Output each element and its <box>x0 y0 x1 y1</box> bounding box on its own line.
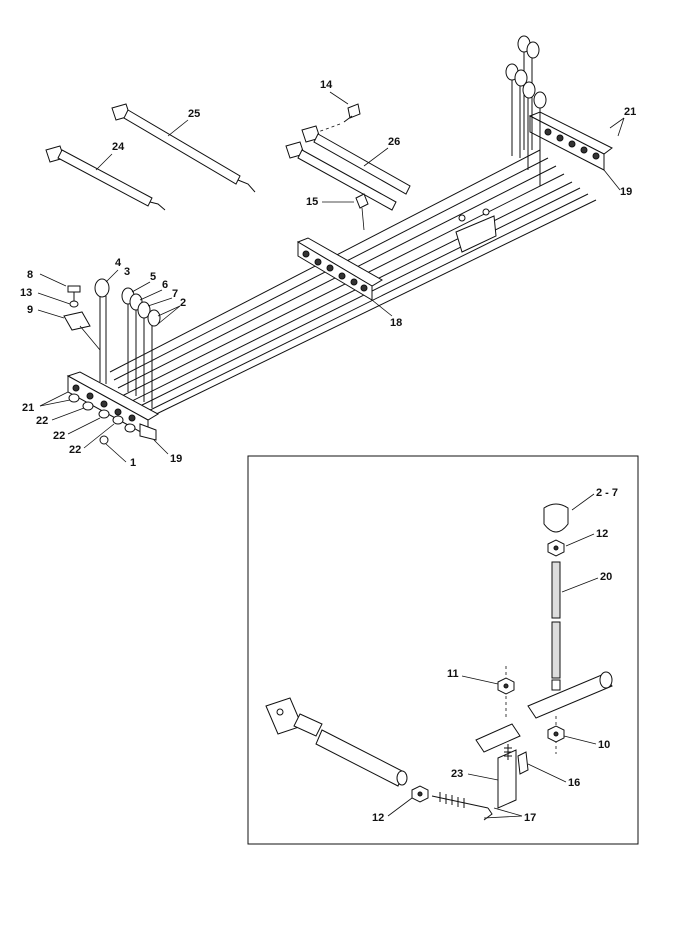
callout-9: 9 <box>27 304 33 316</box>
washer-13 <box>69 300 79 308</box>
callout-19-rear: 19 <box>620 186 632 198</box>
callout-5: 5 <box>150 271 156 283</box>
detail-callout-2-7: 2 - 7 <box>596 487 618 499</box>
callout-1: 1 <box>130 457 136 469</box>
detail-callout-11: 11 <box>447 668 459 680</box>
callouts: 14 25 24 26 15 21 19 18 4 3 5 6 7 2 8 13… <box>20 79 636 469</box>
detail-bolt-17 <box>431 792 493 821</box>
detail-nut-12-bottom <box>411 785 429 803</box>
detail-clip-16 <box>517 751 529 775</box>
rear-bracket-19 <box>528 111 613 171</box>
center-bracket-18 <box>296 237 383 301</box>
callout-22b: 22 <box>53 430 65 442</box>
detail-callout-12-bottom: 12 <box>372 812 384 824</box>
callout-18: 18 <box>390 317 402 329</box>
callout-8: 8 <box>27 269 33 281</box>
rod-24 <box>45 145 166 211</box>
levers-front <box>94 278 161 408</box>
callout-19-front: 19 <box>170 453 182 465</box>
callout-6: 6 <box>162 279 168 291</box>
mid-mount <box>455 208 497 253</box>
front-bracket-19 <box>66 371 160 445</box>
callout-24: 24 <box>112 141 125 153</box>
callout-3: 3 <box>124 266 130 278</box>
levers-rear <box>505 35 547 186</box>
callout-13: 13 <box>20 287 32 299</box>
detail-nut-12-top <box>547 539 565 557</box>
detail-callout-12-top: 12 <box>596 528 608 540</box>
callout-4: 4 <box>115 257 122 269</box>
callout-22c: 22 <box>69 444 81 456</box>
detail-view: 2 - 7 12 20 11 10 23 16 12 17 <box>247 455 639 845</box>
detail-nut-10 <box>547 716 565 754</box>
clip-15 <box>355 193 369 231</box>
detail-bracket-23 <box>475 723 521 809</box>
detail-callout-23: 23 <box>451 768 463 780</box>
bolt-8 <box>67 285 81 302</box>
callout-21-front: 21 <box>22 402 34 414</box>
detail-callout-16: 16 <box>568 777 580 789</box>
detail-callout-17: 17 <box>524 812 536 824</box>
bolt-14 <box>317 103 361 133</box>
callout-22a: 22 <box>36 415 48 427</box>
callout-2: 2 <box>180 297 186 309</box>
detail-callout-20: 20 <box>600 571 612 583</box>
rod-26 <box>285 125 411 211</box>
plate-9 <box>63 311 101 351</box>
detail-clevis-rod <box>265 697 408 787</box>
detail-nut-11 <box>497 666 515 718</box>
rod-25 <box>111 103 256 193</box>
detail-knob <box>543 503 569 533</box>
callout-15: 15 <box>306 196 318 208</box>
detail-tube-right <box>527 671 613 719</box>
callout-25: 25 <box>188 108 200 120</box>
detail-callout-10: 10 <box>598 739 610 751</box>
callout-26: 26 <box>388 136 400 148</box>
callout-7: 7 <box>172 288 178 300</box>
callout-21-rear: 21 <box>624 106 636 118</box>
detail-rod-20 <box>551 561 561 691</box>
callout-14: 14 <box>320 79 333 91</box>
